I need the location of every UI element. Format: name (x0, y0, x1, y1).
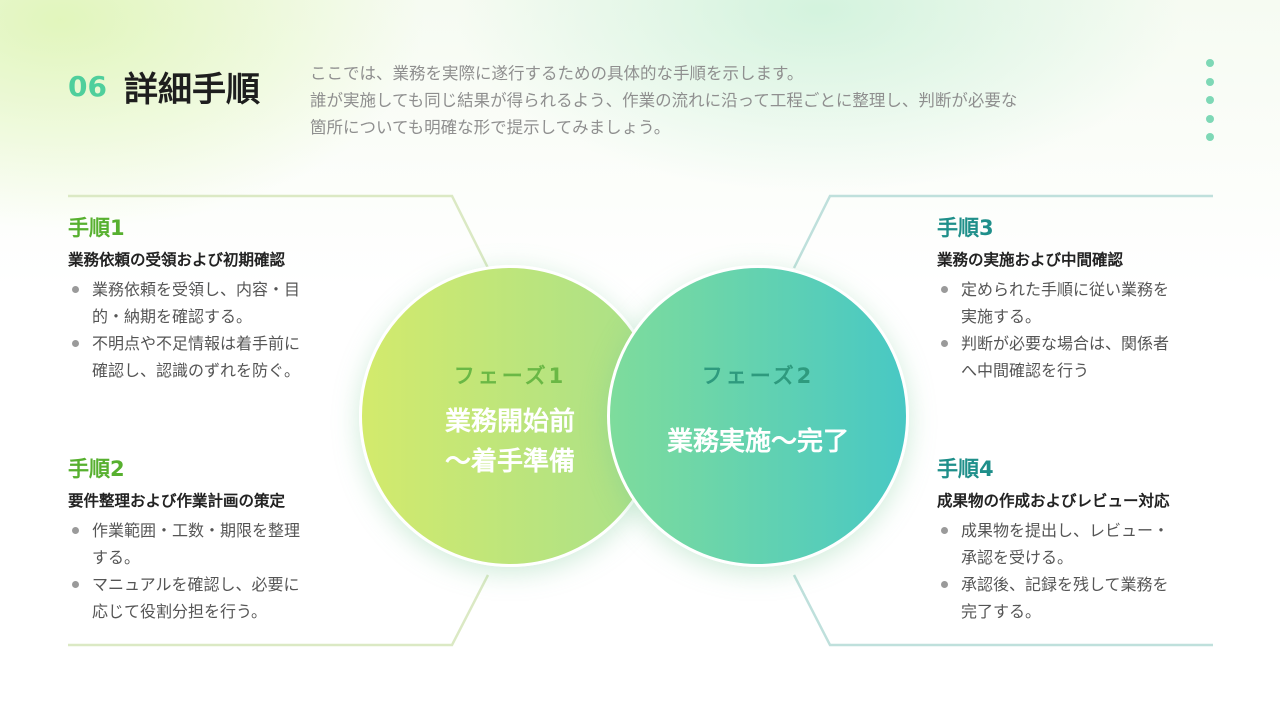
phase-1-main-line: 業務開始前 (444, 407, 575, 437)
bullet-list: 作業範囲・工数・期限を整理する。 マニュアルを確認し、必要に応じて役割分担を行う… (68, 517, 300, 625)
step-subtitle: 業務依頼の受領および初期確認 (68, 251, 286, 269)
list-item: 作業範囲・工数・期限を整理する。 (68, 517, 300, 571)
phase-1-main: 業務開始前 ～着手準備 (400, 402, 620, 482)
phase-2-main-line: 業務実施～完了 (666, 427, 849, 457)
decorative-dots (1206, 59, 1214, 152)
list-item: 判断が必要な場合は、関係者へ中間確認を行う (937, 330, 1169, 384)
step-subtitle: 業務の実施および中間確認 (937, 251, 1124, 269)
phase-1-main-line: ～着手準備 (444, 447, 575, 477)
dot (1206, 59, 1214, 67)
dot (1206, 77, 1214, 86)
step-3: 手順3 業務の実施および中間確認 定められた手順に従い業務を実施する。 判断が必… (937, 212, 1169, 384)
step-heading: 手順1 (68, 216, 125, 240)
dot (1206, 133, 1214, 141)
bullet-list: 成果物を提出し、レビュー・承認を受ける。 承認後、記録を残して業務を完了する。 (937, 517, 1170, 625)
page-title: 詳細手順 (124, 70, 260, 110)
connector-line-left-top (68, 194, 490, 269)
step-heading: 手順4 (937, 457, 994, 481)
step-2: 手順2 要件整理および作業計画の策定 作業範囲・工数・期限を整理する。 マニュア… (68, 453, 300, 625)
intro-line: 誰が実施しても同じ結果が得られるよう、作業の流れに沿って工程ごとに整理し、判断が… (310, 91, 1018, 110)
list-item: 定められた手順に従い業務を実施する。 (937, 276, 1169, 330)
step-subtitle: 成果物の作成およびレビュー対応 (937, 492, 1170, 510)
list-item: 承認後、記録を残して業務を完了する。 (937, 571, 1170, 625)
list-item: 不明点や不足情報は着手前に確認し、認識のずれを防ぐ。 (68, 330, 300, 384)
bullet-list: 業務依頼を受領し、内容・目的・納期を確認する。 不明点や不足情報は着手前に確認し… (68, 276, 300, 384)
list-item: 成果物を提出し、レビュー・承認を受ける。 (937, 517, 1170, 571)
phase-2-label: フェーズ2 (701, 364, 815, 388)
list-item: 業務依頼を受領し、内容・目的・納期を確認する。 (68, 276, 300, 330)
intro-line: 箇所についても明確な形で提示してみましょう。 (310, 118, 671, 137)
section-number: 06 (68, 70, 107, 103)
connector-line-left-bottom (68, 574, 490, 647)
connector-line-right-bottom (792, 574, 1213, 647)
step-subtitle: 要件整理および作業計画の策定 (68, 492, 286, 510)
phase-1-label: フェーズ1 (453, 364, 567, 388)
dot (1206, 96, 1214, 104)
step-1: 手順1 業務依頼の受領および初期確認 業務依頼を受領し、内容・目的・納期を確認す… (68, 212, 300, 384)
intro-text: ここでは、業務を実際に遂行するための具体的な手順を示します。 誰が実施しても同じ… (310, 60, 1130, 141)
step-4: 手順4 成果物の作成およびレビュー対応 成果物を提出し、レビュー・承認を受ける。… (937, 453, 1170, 625)
step-heading: 手順2 (68, 457, 125, 481)
phase-2-text: フェーズ2 業務実施～完了 (648, 360, 868, 462)
dot (1206, 114, 1214, 123)
connector-line-right-top (792, 194, 1213, 269)
list-item: マニュアルを確認し、必要に応じて役割分担を行う。 (68, 571, 300, 625)
phase-1-text: フェーズ1 業務開始前 ～着手準備 (400, 360, 620, 482)
bullet-list: 定められた手順に従い業務を実施する。 判断が必要な場合は、関係者へ中間確認を行う (937, 276, 1169, 384)
intro-line: ここでは、業務を実際に遂行するための具体的な手順を示します。 (310, 64, 804, 83)
step-heading: 手順3 (937, 216, 994, 240)
phase-2-main: 業務実施～完了 (648, 422, 868, 462)
phase-2-circle (607, 265, 909, 567)
